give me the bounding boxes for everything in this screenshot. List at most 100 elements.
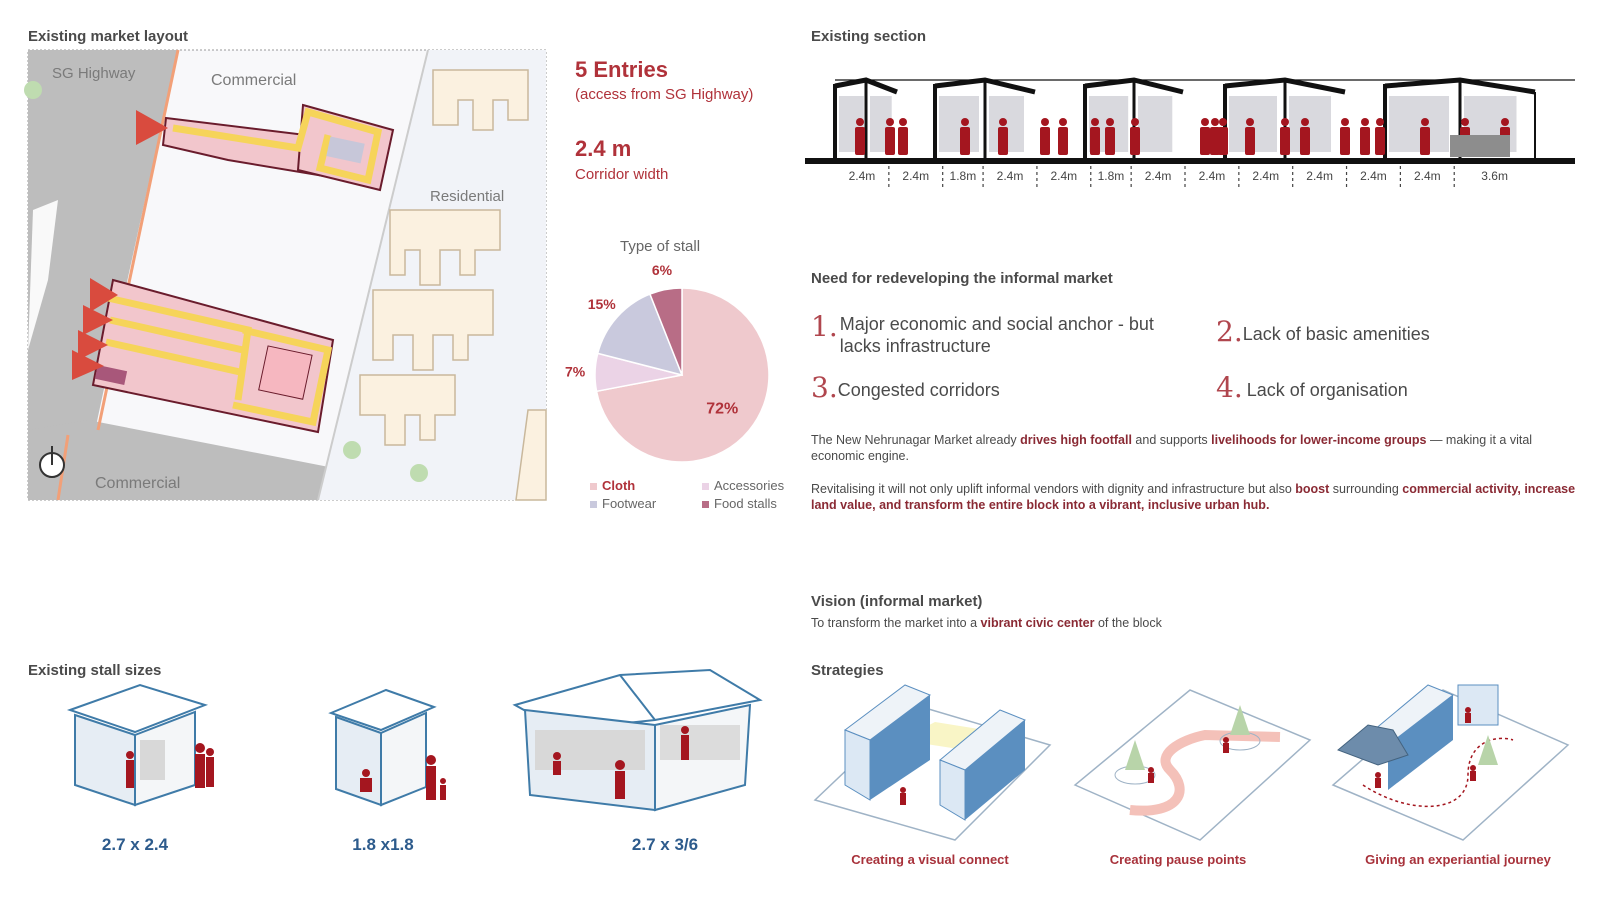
existing-section-drawing: 2.4m 2.4m 1.8m 2.4m 2.4m 1.8m 2.4m 2.4m 2.4m 2.4m… xyxy=(805,77,1575,190)
person-head xyxy=(1091,118,1099,126)
need-item-1: 1. Major economic and social anchor - bu… xyxy=(811,310,1154,357)
stall-goods xyxy=(939,96,979,152)
person-head xyxy=(1501,118,1509,126)
person-head xyxy=(1376,118,1384,126)
person-body xyxy=(1210,127,1220,155)
needs-paragraph-2: Revitalising it will not only uplift inf… xyxy=(811,482,1576,512)
pie-slice-footwear xyxy=(596,293,684,377)
needs-paragraph-1: The New Nehrunagar Market already drives… xyxy=(811,433,1533,463)
person-head xyxy=(1131,118,1139,126)
stall-goods xyxy=(1389,96,1449,152)
person-head xyxy=(961,118,969,126)
stall-type-pie-chart: 72%7%15%6% xyxy=(565,262,770,463)
counter xyxy=(1450,135,1510,157)
entries-note: (access from SG Highway) xyxy=(575,86,754,103)
bottom-market-block xyxy=(91,278,335,434)
residential-label: Residential xyxy=(430,188,504,205)
section-title: Existing section xyxy=(811,28,927,45)
stall-drawing-medium xyxy=(328,688,446,807)
dimension-label: 2.4m xyxy=(902,169,929,183)
dimension-label: 2.4m xyxy=(849,169,876,183)
ground-line xyxy=(805,158,1575,164)
commercial-label-top: Commercial xyxy=(211,72,296,89)
corridor-note: Corridor width xyxy=(575,166,669,183)
needs-title: Need for redeveloping the informal marke… xyxy=(811,270,1113,287)
legend-footwear: Footwear xyxy=(590,496,702,511)
person-body xyxy=(1040,127,1050,155)
person-head xyxy=(899,118,907,126)
pie-label-cloth: 72% xyxy=(706,400,738,417)
person-head xyxy=(999,118,1007,126)
need-item-3: 3. Congested corridors xyxy=(811,371,1000,404)
person-body xyxy=(1200,127,1210,155)
stall-size-2: 1.8 x1.8 xyxy=(352,835,414,854)
person-body xyxy=(885,127,895,155)
market-layout-map: SG Highway Commercial Residential Commer… xyxy=(24,49,547,501)
person-body xyxy=(1420,127,1430,155)
vision-text: To transform the market into a vibrant c… xyxy=(811,616,1162,630)
person-body xyxy=(1130,127,1140,155)
person-body xyxy=(1375,127,1385,155)
commercial-label-bottom: Commercial xyxy=(95,475,180,492)
need-item-2: 2. Lack of basic amenities xyxy=(1216,315,1430,348)
pie-slice-food-stalls xyxy=(648,287,683,376)
person-head xyxy=(1059,118,1067,126)
person-body xyxy=(1360,127,1370,155)
person-body xyxy=(1340,127,1350,155)
person-head xyxy=(886,118,894,126)
strategy-experiential-journey-diagram xyxy=(1331,684,1570,841)
dimension-label: 2.4m xyxy=(1306,169,1333,183)
stall-size-1: 2.7 x 2.4 xyxy=(101,835,169,854)
stall-drawing-large xyxy=(512,668,763,812)
need-item-4: 4. Lack of organisation xyxy=(1216,371,1408,404)
stall-size-3: 2.7 x 3/6 xyxy=(631,835,699,854)
person-body xyxy=(998,127,1008,155)
stall-drawing-small xyxy=(66,683,214,807)
dimension-label: 1.8m xyxy=(1098,169,1125,183)
person-head xyxy=(1341,118,1349,126)
person-head xyxy=(1219,118,1227,126)
strategy-label-2: Creating pause points xyxy=(1109,852,1247,867)
pie-legend: Cloth Accessories Footwear Food stalls xyxy=(590,478,795,511)
strategy-visual-connect-diagram xyxy=(813,684,1052,841)
person-body xyxy=(1058,127,1068,155)
pie-title: Type of stall xyxy=(620,238,701,255)
person-body xyxy=(898,127,908,155)
residential-buildings xyxy=(359,69,547,501)
person-head xyxy=(856,118,864,126)
dimension-label: 2.4m xyxy=(1360,169,1387,183)
stalls-title: Existing stall sizes xyxy=(28,662,162,679)
pie-label-accessories: 7% xyxy=(565,364,586,380)
person-head xyxy=(1461,118,1469,126)
layout-title: Existing market layout xyxy=(28,28,189,45)
legend-food-stalls: Food stalls xyxy=(702,496,794,511)
entries-value: 5 Entries xyxy=(575,57,668,82)
person-body xyxy=(1300,127,1310,155)
person-body xyxy=(1245,127,1255,155)
pie-label-food-stalls: 6% xyxy=(652,262,673,278)
dimension-label: 2.4m xyxy=(1051,169,1078,183)
entry-arrows xyxy=(72,110,168,380)
north-arrow-icon xyxy=(39,446,65,478)
person-body xyxy=(855,127,865,155)
vision-title: Vision (informal market) xyxy=(811,593,983,610)
person-body xyxy=(1280,127,1290,155)
dimension-label: 2.4m xyxy=(1414,169,1441,183)
person-body xyxy=(1218,127,1228,155)
legend-cloth: Cloth xyxy=(590,478,702,493)
legend-accessories: Accessories xyxy=(702,478,794,493)
strategies-title: Strategies xyxy=(811,662,884,679)
highway-label: SG Highway xyxy=(52,65,136,82)
strategy-label-3: Giving an experiantial journey xyxy=(1365,852,1551,867)
dimension-label: 2.4m xyxy=(997,169,1024,183)
corridor-value: 2.4 m xyxy=(575,136,632,161)
dimension-label: 3.6m xyxy=(1481,169,1508,183)
dimension-label: 2.4m xyxy=(1199,169,1226,183)
dimension-label: 2.4m xyxy=(1252,169,1279,183)
top-market-block xyxy=(161,103,395,192)
person-body xyxy=(960,127,970,155)
person-head xyxy=(1361,118,1369,126)
person-body xyxy=(1090,127,1100,155)
dimension-label: 1.8m xyxy=(950,169,977,183)
person-head xyxy=(1211,118,1219,126)
